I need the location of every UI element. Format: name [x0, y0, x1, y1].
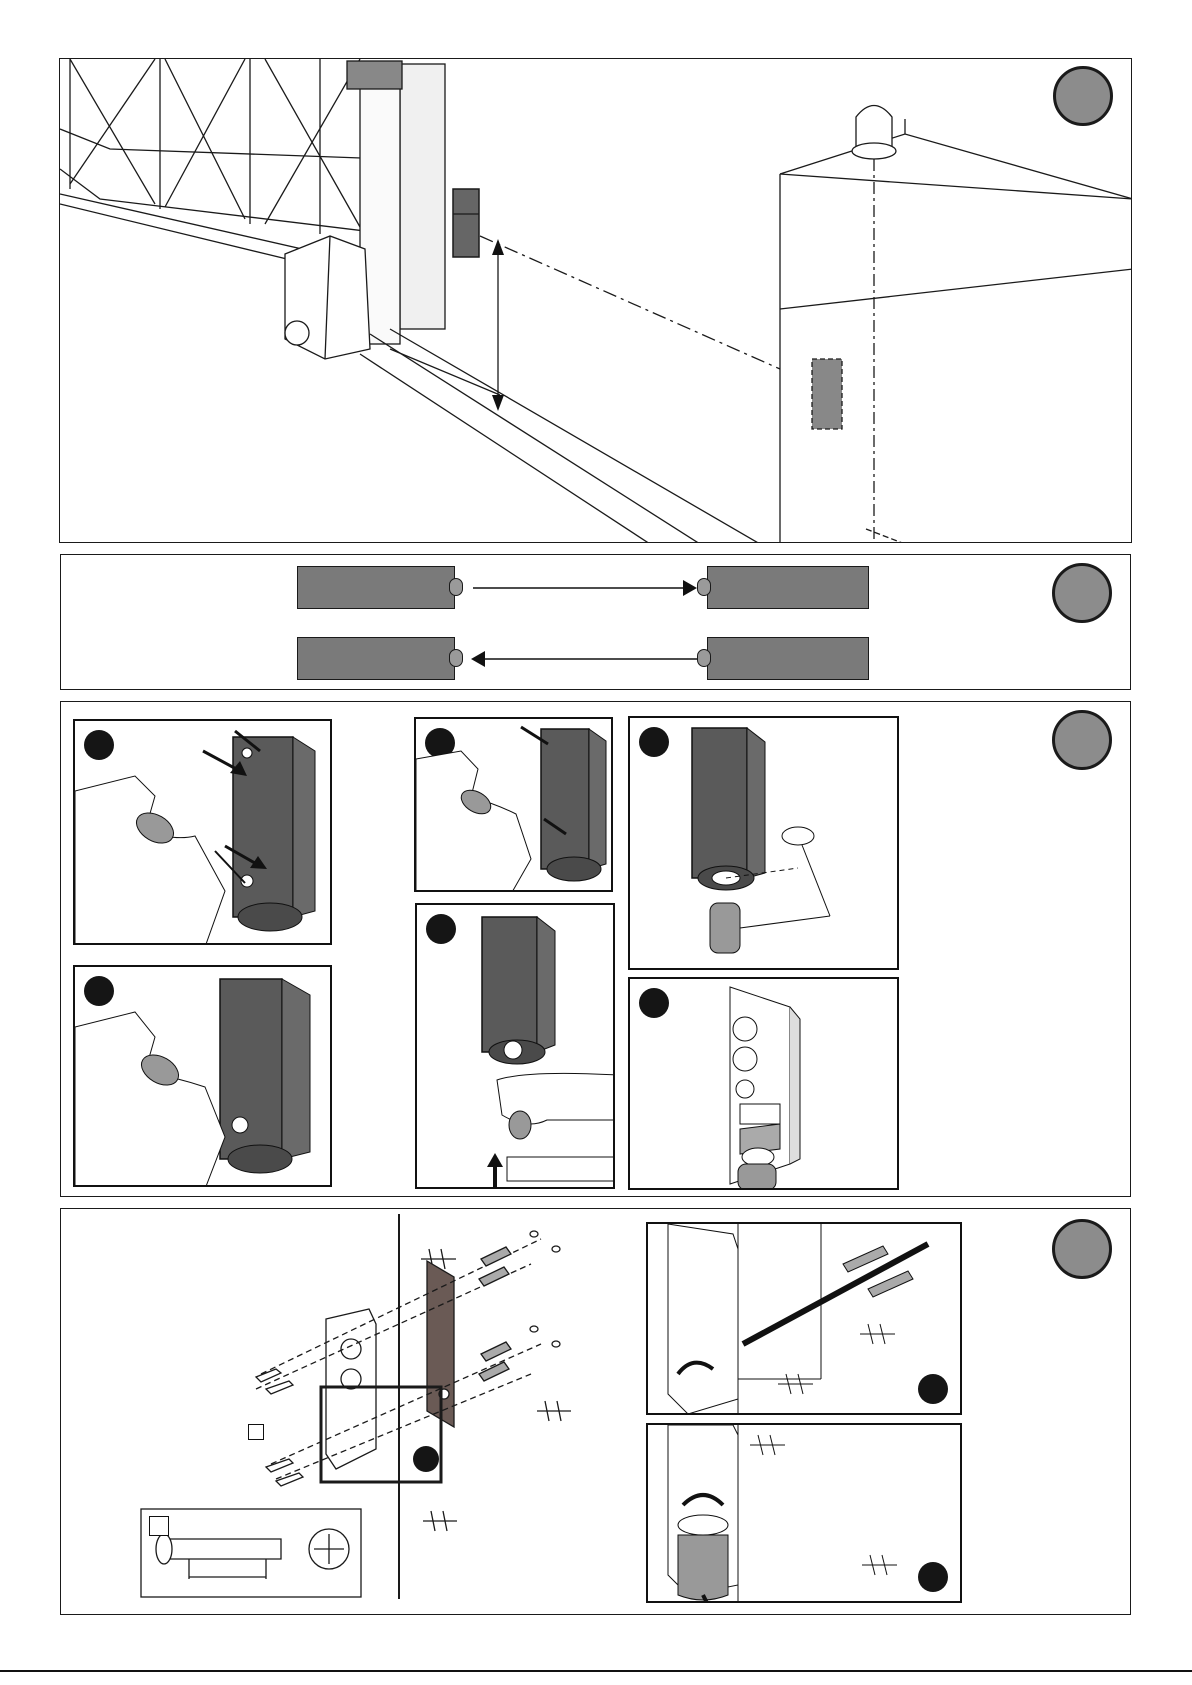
step-b-illustration [75, 967, 332, 1187]
mounting-step-2-illustration [648, 1425, 962, 1603]
step-e-box [628, 716, 899, 970]
figure-1-panel [59, 58, 1132, 543]
step-d-box [415, 903, 615, 1189]
mounting-step-1-box [646, 1222, 962, 1415]
step-e-illustration [630, 718, 899, 970]
figure-3-badge [1052, 710, 1112, 770]
figure-3-panel [60, 701, 1131, 1197]
footer-rule [0, 1670, 1192, 1672]
mounting-step-1-illustration [648, 1224, 962, 1415]
arrow-head-right-icon [683, 580, 697, 596]
mounting-step-2-marker [918, 1562, 948, 1592]
mounting-step-2-box [646, 1423, 962, 1603]
arrow-head-left-icon [471, 651, 485, 667]
label-box-a [248, 1424, 264, 1440]
step-a-illustration [75, 721, 332, 945]
step-c-box [414, 717, 613, 892]
figure-1-badge [1053, 66, 1113, 126]
beam-arrows [61, 555, 1131, 690]
step-f-illustration [630, 979, 899, 1190]
label-box-b [149, 1516, 169, 1536]
step-c-illustration [416, 719, 613, 892]
mounting-step-1-marker [918, 1374, 948, 1404]
step-d-illustration [417, 905, 615, 1189]
wall-mounting-illustration [61, 1209, 1131, 1615]
figure-4-badge [1052, 1219, 1112, 1279]
step-f-box [628, 977, 899, 1190]
figure-2-badge [1052, 563, 1112, 623]
gate-installation-illustration [60, 59, 1132, 543]
step-a-box [73, 719, 332, 945]
figure-4-panel [60, 1208, 1131, 1615]
figure-2-panel [60, 554, 1131, 690]
arrow-up-icon [487, 1153, 503, 1167]
step-b-box [73, 965, 332, 1187]
